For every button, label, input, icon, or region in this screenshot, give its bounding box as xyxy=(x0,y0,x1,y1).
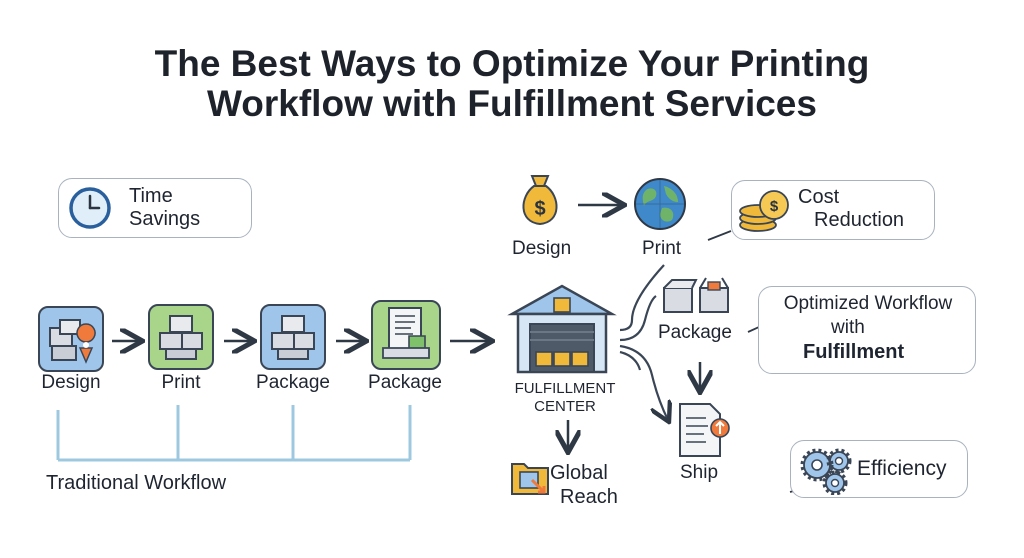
global-folder-icon xyxy=(511,463,549,495)
title-line-1: The Best Ways to Optimize Your Printing xyxy=(154,43,870,84)
global-reach-line-2: Reach xyxy=(560,486,618,508)
time-savings-line-1: Time xyxy=(129,185,173,207)
cost-reduction-line-2: Reduction xyxy=(814,209,905,231)
boxes-icon xyxy=(159,315,203,360)
connector-print-center xyxy=(619,264,665,332)
optimized-workflow-callout: Optimized Workflow with Fulfillment xyxy=(758,286,976,374)
cost-reduction-callout: $ Cost Reduction xyxy=(731,180,935,240)
efficiency-label: Efficiency xyxy=(857,457,947,480)
clock-icon xyxy=(69,187,111,229)
globe-icon xyxy=(634,178,686,230)
top-design-label: Design xyxy=(512,238,572,259)
ship-label: Ship xyxy=(680,462,719,483)
optimized-line-1: Optimized Workflow xyxy=(783,293,953,314)
money-bag-icon: $ xyxy=(522,175,558,226)
open-boxes-icon xyxy=(663,277,729,313)
design-label: Design xyxy=(41,372,101,393)
traditional-workflow-label: Traditional Workflow xyxy=(46,472,227,494)
top-print-label: Print xyxy=(642,238,682,259)
print-label: Print xyxy=(161,372,201,393)
gears-icon xyxy=(800,448,852,495)
coins-icon: $ xyxy=(739,190,789,232)
package-tile-1 xyxy=(260,304,326,370)
cost-reduction-line-1: Cost xyxy=(798,186,840,208)
warehouse-icon xyxy=(507,284,617,374)
traditional-bracket xyxy=(56,405,412,462)
package-tile-2 xyxy=(371,300,441,370)
shipping-document-icon xyxy=(679,403,730,457)
package-label-2: Package xyxy=(368,372,442,393)
title-line-2: Workflow with Fulfillment Services xyxy=(207,83,817,124)
svg-text:$: $ xyxy=(770,198,779,215)
time-savings-callout: Time Savings xyxy=(58,178,252,238)
optimized-line-2: with xyxy=(831,317,865,338)
global-reach-line-1: Global xyxy=(550,462,608,484)
right-package-label: Package xyxy=(658,322,732,343)
fulfillment-center-line-2: CENTER xyxy=(534,398,596,415)
connector-center-ship xyxy=(619,344,668,420)
connector-center-package xyxy=(619,295,657,342)
efficiency-callout: Efficiency xyxy=(790,440,968,498)
optimized-line-3: Fulfillment xyxy=(803,341,905,363)
boxes-icon xyxy=(271,315,315,360)
boxes-location-icon xyxy=(49,319,96,364)
package-label-1: Package xyxy=(256,372,330,393)
svg-text:$: $ xyxy=(534,198,545,220)
print-tile xyxy=(148,304,214,370)
time-savings-line-2: Savings xyxy=(129,208,201,230)
document-package-icon xyxy=(382,307,430,359)
design-tile xyxy=(38,306,104,372)
fulfillment-center-line-1: FULFILLMENT xyxy=(514,380,616,397)
